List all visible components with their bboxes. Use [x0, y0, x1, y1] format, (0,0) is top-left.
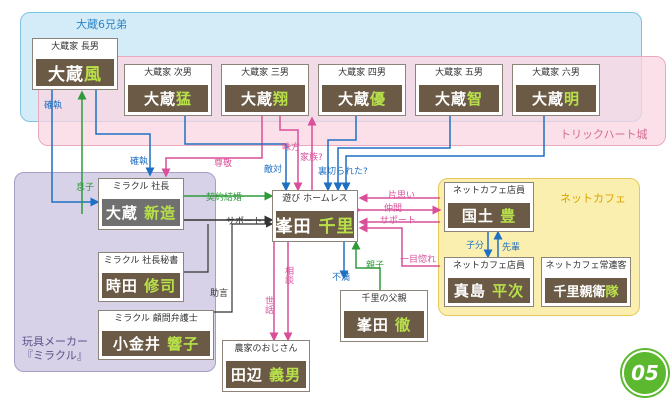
card-yu-name: 大蔵優	[322, 85, 402, 112]
group-netcafe-label: ネットカフェ	[560, 192, 626, 205]
card-shuji-name: 時田 修司	[102, 273, 180, 298]
card-satoshi-role: 大蔵家 五男	[416, 65, 502, 82]
card-regular-name: 千里親衛隊	[545, 278, 627, 303]
card-kyoko-name: 小金井 響子	[102, 331, 210, 356]
edge-label-kakushitsu2: 確執	[130, 157, 149, 167]
edge-label-kataomoi: 片思い	[388, 191, 416, 201]
group-toy-label: 玩具メーカー『ミラクル』	[22, 335, 88, 362]
edge-mikata	[279, 116, 303, 192]
card-satoshi-name: 大蔵智	[419, 85, 499, 112]
edge-label-hitomebore: 一目惚れ	[400, 255, 437, 265]
edge-label-soudan: 相談	[283, 266, 293, 284]
card-akira: 大蔵家 六男 大蔵明	[512, 64, 600, 116]
edge-label-kobun: 子分	[466, 241, 485, 251]
edge-takeshi-shinzo	[161, 116, 263, 178]
card-yu-role: 大蔵家 四男	[319, 65, 405, 82]
card-father-name: 峯田 徹	[344, 311, 424, 338]
card-yu: 大蔵家 四男 大蔵優	[318, 64, 406, 116]
card-regular-role: ネットカフェ常連客	[542, 258, 630, 275]
edge-kakushitsu-2	[95, 90, 155, 177]
card-kyoko-role: ミラクル 顧問弁護士	[99, 311, 213, 328]
edge-label-sonkei: 尊敬	[214, 159, 233, 169]
card-chisato-role: 遊び ホームレス	[273, 191, 357, 208]
edge-yu	[323, 116, 357, 192]
edge-label-mikata: 味方	[282, 143, 301, 153]
card-sho-name: 大蔵翔	[225, 85, 305, 112]
card-kyoko: ミラクル 顧問弁護士 小金井 響子	[98, 310, 214, 360]
edge-label-oyako: 親子	[366, 261, 385, 271]
edge-label-musuko: 息子	[76, 183, 95, 193]
card-chisato: 遊び ホームレス 峯田 千里	[272, 190, 358, 242]
card-takeshi-role: 大蔵家 次男	[125, 65, 211, 82]
card-sho: 大蔵家 三男 大蔵翔	[221, 64, 309, 116]
card-satoshi: 大蔵家 五男 大蔵智	[415, 64, 503, 116]
card-yoshio: 農家のおじさん 田辺 義男	[222, 340, 310, 392]
edge-akira	[341, 116, 545, 192]
chapter-badge: 05	[622, 350, 668, 396]
edge-label-jogen: 助言	[210, 289, 229, 299]
group-trickheart-label: トリックハート城	[560, 128, 648, 141]
edge-oyako	[351, 240, 381, 290]
edge-label-senpai: 先輩	[502, 243, 521, 253]
edge-label-uragirareta: 裏切られた?	[318, 167, 368, 177]
edge-tekitai	[184, 116, 291, 192]
card-akira-role: 大蔵家 六男	[513, 65, 599, 82]
edge-label-fuman: 不満	[332, 273, 351, 283]
card-kunido-role: ネットカフェ店員	[445, 183, 533, 200]
edge-label-support1: サポート	[226, 217, 263, 227]
card-akira-name: 大蔵明	[516, 85, 596, 112]
card-kunido-name: 国土 豊	[448, 203, 530, 228]
edge-jogen-2	[182, 224, 209, 273]
card-heiji: ネットカフェ店員 真島 平次	[444, 257, 534, 307]
card-heiji-role: ネットカフェ店員	[445, 258, 533, 275]
group-brothers-label: 大蔵6兄弟	[76, 18, 127, 31]
card-fu: 大蔵家 長男 大蔵風	[32, 38, 118, 90]
edge-label-kazoku: 家族?	[300, 153, 323, 163]
card-father-role: 千里の父親	[341, 291, 427, 308]
edge-label-sewa: 世話	[263, 296, 273, 314]
card-regular: ネットカフェ常連客 千里親衛隊	[541, 257, 631, 307]
edge-label-nakama: 仲間	[384, 204, 403, 214]
edge-satoshi	[333, 116, 451, 192]
card-shuji-role: ミラクル 社長秘書	[99, 253, 183, 270]
card-father: 千里の父親 峯田 徹	[340, 290, 428, 342]
card-fu-role: 大蔵家 長男	[33, 39, 117, 56]
edge-jogen	[214, 220, 274, 313]
card-shinzo-role: ミラクル 社長	[99, 179, 183, 196]
edge-hitomebore	[358, 223, 440, 267]
edge-label-keiyaku: 契約結婚	[206, 193, 243, 203]
card-takeshi-name: 大蔵猛	[128, 85, 208, 112]
card-shinzo: ミラクル 社長 大蔵 新造	[98, 178, 184, 230]
card-yoshio-name: 田辺 義男	[226, 361, 306, 388]
card-takeshi: 大蔵家 次男 大蔵猛	[124, 64, 212, 116]
card-shinzo-name: 大蔵 新造	[102, 199, 180, 226]
card-chisato-name: 峯田 千里	[276, 211, 354, 238]
card-fu-name: 大蔵風	[36, 59, 114, 86]
edge-label-kakushitsu1: 確執	[44, 101, 63, 111]
card-sho-role: 大蔵家 三男	[222, 65, 308, 82]
card-heiji-name: 真島 平次	[448, 278, 530, 303]
card-shuji: ミラクル 社長秘書 時田 修司	[98, 252, 184, 302]
card-kunido: ネットカフェ店員 国土 豊	[444, 182, 534, 232]
card-yoshio-role: 農家のおじさん	[223, 341, 309, 358]
edge-label-support2: サポート	[380, 216, 417, 226]
edge-label-tekitai: 敵対	[264, 165, 283, 175]
